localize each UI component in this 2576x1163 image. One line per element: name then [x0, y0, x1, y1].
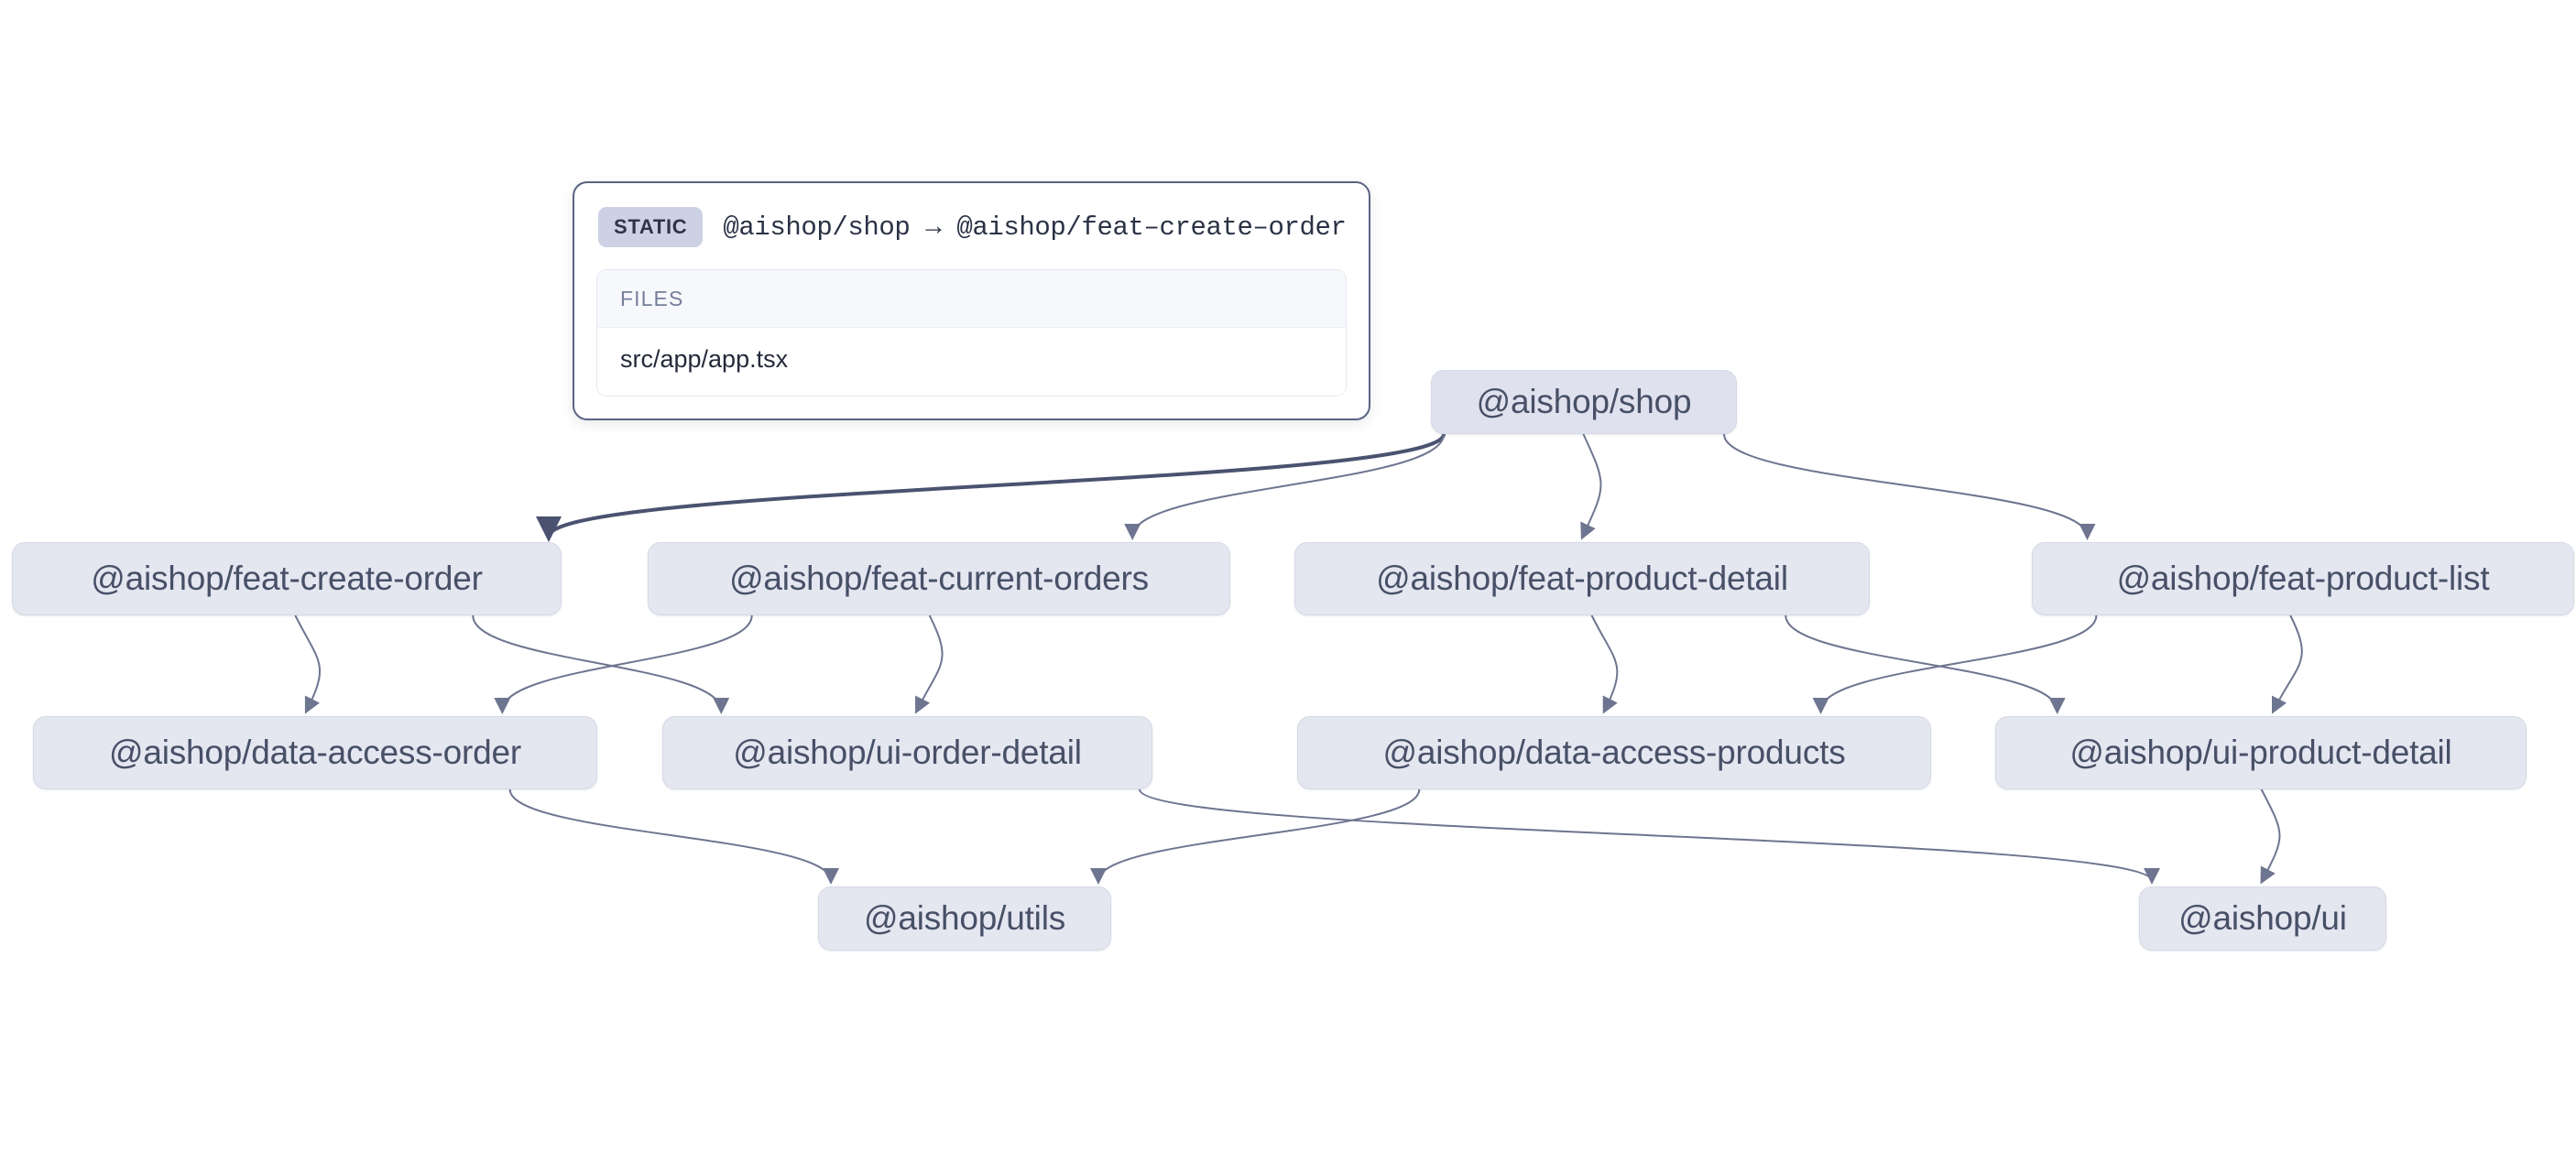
graph-node-feat-create-order[interactable]: @aishop/feat-create-order — [12, 542, 562, 615]
graph-node-feat-current-orders[interactable]: @aishop/feat-current-orders — [648, 542, 1230, 615]
graph-node-feat-product-list[interactable]: @aishop/feat-product-list — [2032, 542, 2574, 615]
graph-edge-data-access-products-to-utils[interactable] — [1090, 788, 1421, 885]
graph-node-label: @aishop/data-access-products — [1382, 734, 1846, 771]
dependency-type-badge: STATIC — [598, 207, 704, 247]
graph-edge-feat-product-detail-to-data-access-products[interactable] — [1590, 614, 1619, 714]
graph-node-label: @aishop/feat-current-orders — [729, 560, 1149, 597]
file-list-item[interactable]: src/app/app.tsx — [597, 328, 1346, 396]
graph-node-label: @aishop/shop — [1476, 383, 1692, 420]
graph-edge-feat-current-orders-to-ui-order-detail[interactable] — [915, 614, 944, 714]
graph-node-label: @aishop/ui-product-detail — [2069, 734, 2452, 771]
graph-node-label: @aishop/ui-order-detail — [733, 734, 1082, 771]
graph-edge-shop-to-feat-create-order[interactable] — [536, 433, 1446, 542]
graph-edge-feat-product-list-to-data-access-products[interactable] — [1812, 614, 2098, 714]
graph-edge-feat-product-list-to-ui-product-detail[interactable] — [2272, 614, 2303, 714]
edge-detail-tooltip[interactable]: STATIC @aishop/shop → @aishop/feat–creat… — [573, 181, 1370, 420]
graph-edge-shop-to-feat-product-list[interactable] — [1723, 433, 2096, 540]
graph-node-utils[interactable]: @aishop/utils — [818, 886, 1111, 951]
graph-node-ui-order-detail[interactable]: @aishop/ui-order-detail — [662, 716, 1152, 789]
tooltip-header: STATIC @aishop/shop → @aishop/feat–creat… — [596, 203, 1347, 251]
graph-node-data-access-order[interactable]: @aishop/data-access-order — [33, 716, 597, 789]
graph-node-label: @aishop/data-access-order — [108, 734, 522, 771]
files-section: FILES src/app/app.tsx — [596, 269, 1347, 397]
graph-edge-feat-current-orders-to-data-access-order[interactable] — [494, 614, 753, 714]
graph-node-feat-product-detail[interactable]: @aishop/feat-product-detail — [1294, 542, 1870, 615]
graph-node-label: @aishop/feat-product-list — [2116, 560, 2490, 597]
graph-node-data-access-products[interactable]: @aishop/data-access-products — [1297, 716, 1931, 789]
graph-node-label: @aishop/feat-create-order — [91, 560, 483, 597]
graph-node-ui[interactable]: @aishop/ui — [2139, 886, 2386, 951]
files-section-label: FILES — [597, 270, 1346, 328]
graph-edge-ui-product-detail-to-ui[interactable] — [2260, 788, 2281, 885]
graph-edge-feat-create-order-to-data-access-order[interactable] — [294, 614, 321, 714]
graph-node-label: @aishop/ui — [2178, 899, 2347, 937]
graph-edge-feat-product-detail-to-ui-product-detail[interactable] — [1785, 614, 2066, 714]
graph-node-ui-product-detail[interactable]: @aishop/ui-product-detail — [1995, 716, 2527, 789]
graph-edge-shop-to-feat-product-detail[interactable] — [1580, 433, 1602, 540]
graph-node-shop[interactable]: @aishop/shop — [1431, 370, 1737, 434]
graph-edge-data-access-order-to-utils[interactable] — [508, 788, 839, 885]
graph-edge-feat-create-order-to-ui-order-detail[interactable] — [472, 614, 730, 714]
graph-node-label: @aishop/feat-product-detail — [1376, 560, 1788, 597]
graph-edge-shop-to-feat-current-orders[interactable] — [1124, 433, 1445, 540]
graph-node-label: @aishop/utils — [863, 899, 1066, 937]
dependency-title: @aishop/shop → @aishop/feat–create–order — [723, 212, 1347, 243]
graph-edge-ui-order-detail-to-ui[interactable] — [1139, 788, 2160, 885]
